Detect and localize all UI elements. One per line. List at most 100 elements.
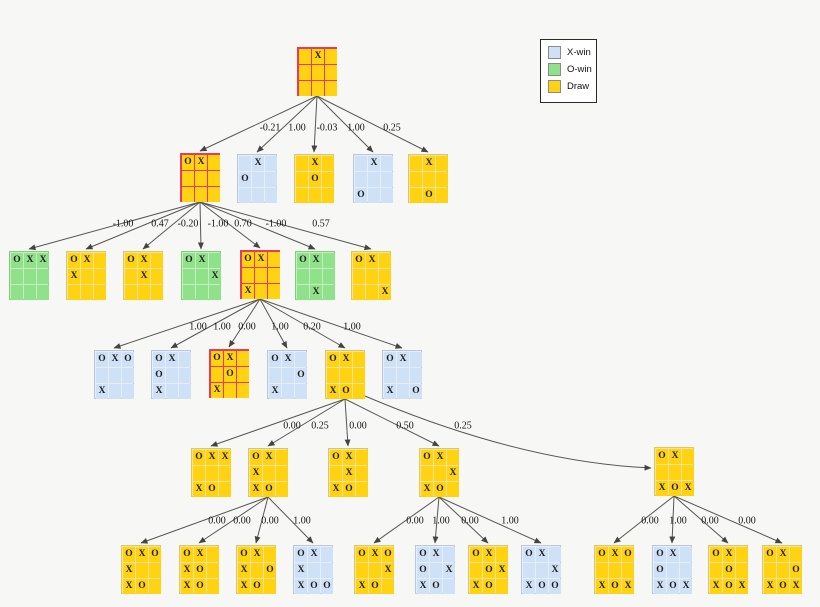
edge-label-p2-a1: 0.00 (208, 515, 226, 527)
board-cell: O (523, 547, 535, 562)
board-cell: X (368, 156, 380, 171)
board-cell: O (710, 547, 722, 562)
board-cell: X (224, 351, 236, 366)
board-cell (496, 579, 508, 594)
board-cell (268, 268, 280, 283)
board-cell: O (421, 450, 433, 465)
board-cell (255, 284, 267, 299)
board-cell: O (269, 352, 281, 367)
board-cell: O (149, 547, 161, 562)
board-cell: X (764, 579, 776, 594)
board-cell (282, 384, 294, 399)
board-cell: O (250, 450, 262, 465)
board-cell: X (309, 156, 321, 171)
board-cell (410, 368, 422, 383)
board-cell (94, 253, 106, 268)
board-cell (251, 563, 263, 578)
board-cell: O (669, 481, 681, 496)
board-cell (410, 352, 422, 367)
board-cell (252, 172, 264, 187)
board-cell: O (764, 547, 776, 562)
board-cell: O (434, 482, 446, 497)
board-cell: X (68, 269, 80, 284)
board-cell (265, 156, 277, 171)
board-cell (667, 563, 679, 578)
board-cell (325, 49, 337, 64)
xwin-label: X-win (567, 47, 591, 58)
edge-m5-p3 (344, 398, 351, 447)
board-cell (656, 465, 668, 480)
board-cell (179, 352, 191, 367)
board-cell (379, 269, 391, 284)
board-cell (264, 579, 276, 594)
board-cell: X (238, 563, 250, 578)
board-cell: O (327, 352, 339, 367)
board-cell (183, 269, 195, 284)
board-cell (312, 65, 324, 80)
board-cell (282, 368, 294, 383)
board-cell: O (470, 547, 482, 562)
board-cell (434, 466, 446, 481)
board-cell (356, 466, 368, 481)
board-cell (265, 172, 277, 187)
board-cell: X (330, 482, 342, 497)
board-cell: O (224, 367, 236, 382)
board-cell (109, 384, 121, 399)
draw-swatch (548, 80, 561, 93)
board-cell: O (238, 547, 250, 562)
board-cell (353, 384, 365, 399)
board-cell (193, 466, 205, 481)
board-cell: X (340, 352, 352, 367)
board-cell (379, 253, 391, 268)
board-cell: X (206, 450, 218, 465)
edge-label-c1-n6: -1.00 (265, 218, 287, 230)
board-cell (381, 172, 393, 187)
board-cell (368, 188, 380, 203)
edge-label-m5-p1: 0.00 (283, 420, 301, 432)
board-cell: O (355, 188, 367, 203)
board-cell (299, 81, 311, 96)
board-cell (355, 156, 367, 171)
board-cell: O (340, 384, 352, 399)
board-cell: O (790, 563, 802, 578)
board-cell (196, 269, 208, 284)
board-cell: O (777, 579, 789, 594)
board-cell (296, 156, 308, 171)
board-cell: O (264, 563, 276, 578)
board-cell (237, 351, 249, 366)
board-cell: O (263, 482, 275, 497)
board-cell (321, 547, 333, 562)
board-cell: X (736, 579, 748, 594)
board-cell: X (470, 579, 482, 594)
board-cell: X (710, 579, 722, 594)
board-cell (125, 269, 137, 284)
board-cell: X (209, 269, 221, 284)
board-cell: O (297, 253, 309, 268)
board-cell: X (181, 563, 193, 578)
board-cell (239, 156, 251, 171)
board-cell: O (410, 384, 422, 399)
board-cell (37, 285, 49, 300)
board-cell: X (310, 285, 322, 300)
board-cell (136, 563, 148, 578)
edge-label-n5-m2: 1.00 (213, 321, 231, 333)
board-cell: O (182, 155, 194, 170)
legend-item-xwin: X-win (548, 46, 596, 59)
board-cell (122, 384, 134, 399)
board-cell (353, 368, 365, 383)
board-cell: O (295, 368, 307, 383)
board-cell (94, 285, 106, 300)
board-cell (366, 285, 378, 300)
board-cell: O (343, 482, 355, 497)
board-cell: X (123, 563, 135, 578)
board-cell: X (523, 579, 535, 594)
board-cell (224, 383, 236, 398)
edge-label-c1-n3: -0.20 (177, 218, 199, 230)
